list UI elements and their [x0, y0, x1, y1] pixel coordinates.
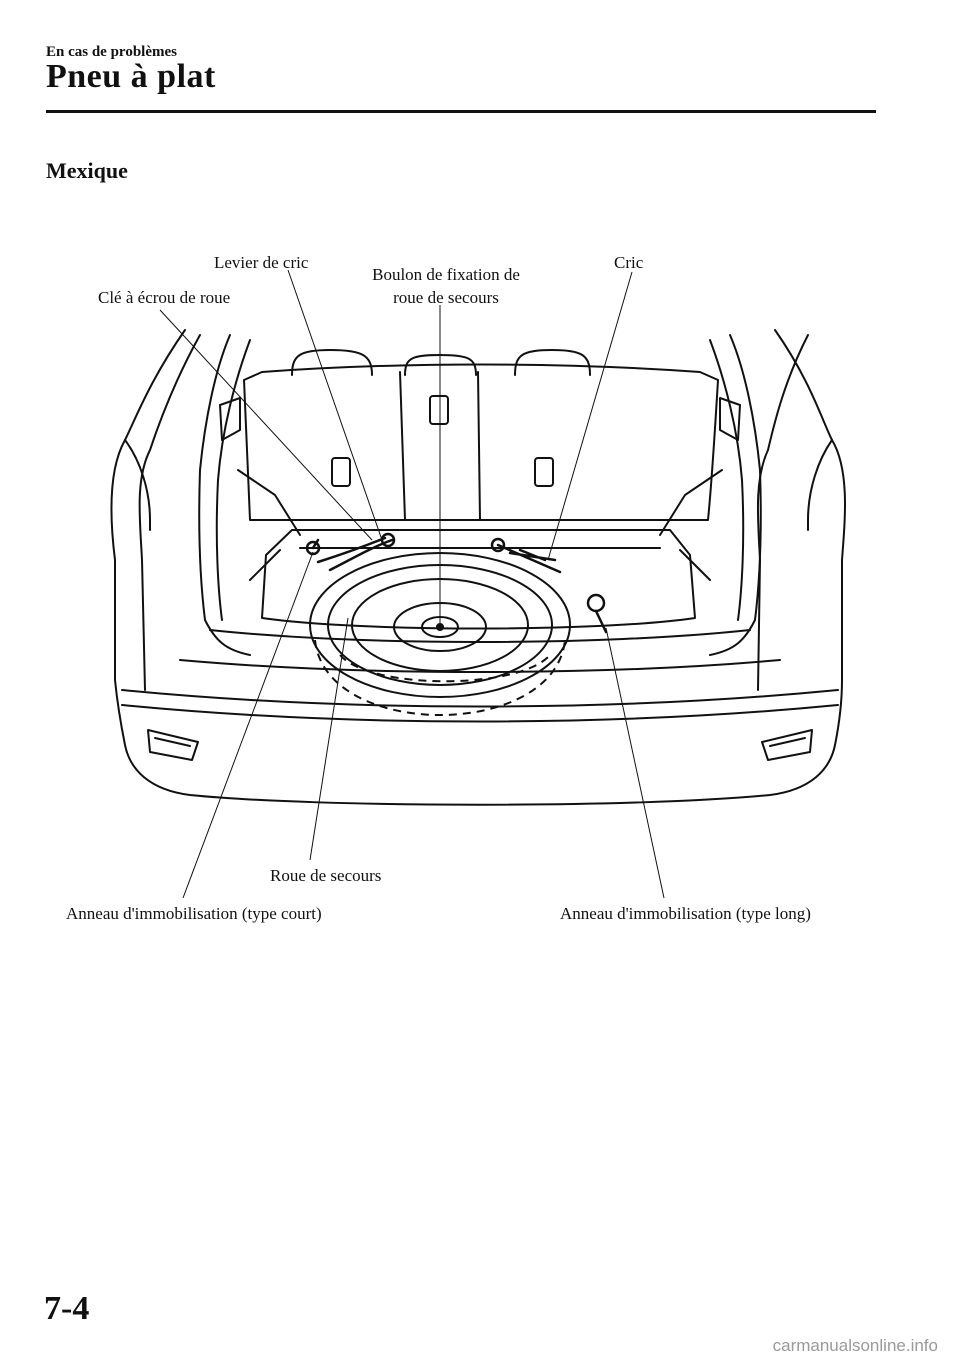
jack-tool — [496, 543, 562, 574]
label-jack: Cric — [614, 253, 644, 272]
jack-lever-tool — [328, 538, 394, 572]
label-spare-bolt-line1: Boulon de fixation de — [372, 265, 520, 284]
region-subheading: Mexique — [46, 158, 128, 183]
page-number: 7-4 — [44, 1290, 90, 1327]
vehicle-body-outline — [110, 329, 846, 806]
section-label: En cas de problèmes — [46, 44, 177, 60]
lug-wrench-tool — [316, 536, 387, 564]
short-tiedown-tool — [311, 538, 320, 550]
label-jack-lever: Levier de cric — [214, 253, 309, 272]
left-reflector — [147, 729, 199, 761]
long-tiedown-tool — [594, 609, 608, 634]
watermark: carmanualsonline.info — [772, 1336, 938, 1355]
label-tiedown-long: Anneau d'immobilisation (type long) — [560, 904, 811, 923]
right-reflector — [761, 729, 813, 761]
page-title: Pneu à plat — [46, 58, 216, 95]
label-lug-wrench: Clé à écrou de roue — [98, 288, 230, 307]
label-tiedown-short: Anneau d'immobilisation (type court) — [66, 904, 322, 923]
label-spare-bolt-line2: roue de secours — [393, 288, 499, 307]
label-spare-tire: Roue de secours — [270, 866, 381, 885]
title-divider — [46, 110, 876, 113]
